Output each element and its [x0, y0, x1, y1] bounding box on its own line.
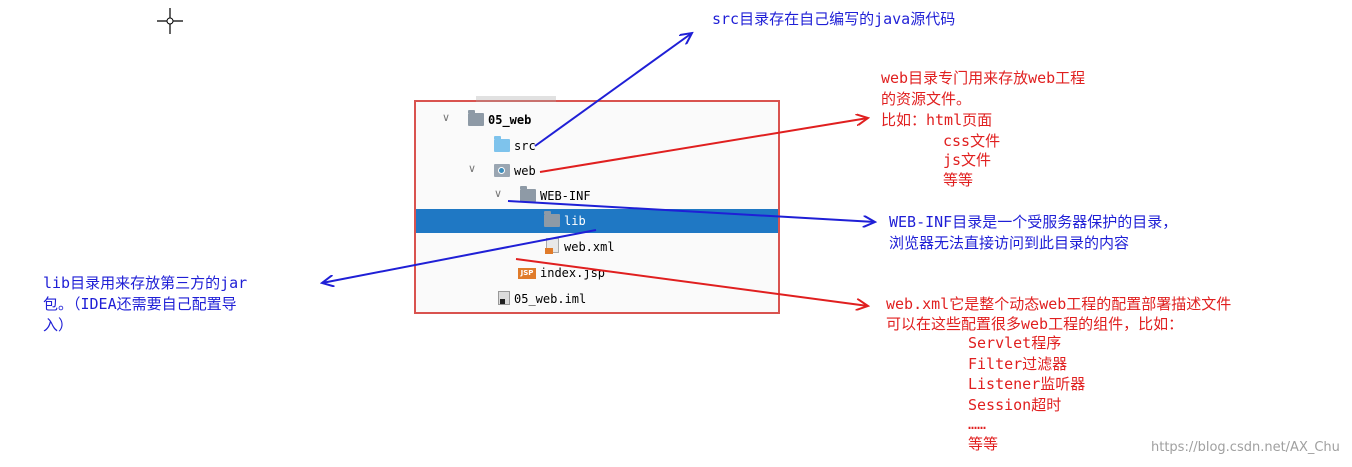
- tree-item-iml[interactable]: 05_web.iml: [416, 287, 778, 311]
- web-annotation-line-4: css文件: [943, 132, 1001, 150]
- tree-item-web-inf[interactable]: ∨ WEB-INF: [416, 184, 778, 208]
- web-annotation-line-6: 等等: [943, 171, 974, 189]
- chevron-down-icon[interactable]: ∨: [494, 187, 503, 200]
- xml-file-icon: [545, 238, 559, 254]
- arrow-src: [534, 33, 692, 147]
- web-annotation-line-3: 比如：html页面: [881, 111, 993, 129]
- tree-item-label: src: [514, 139, 536, 153]
- web-annotation-line-1: web目录专门用来存放web工程: [881, 69, 1086, 87]
- web-xml-annotation-line-7: ……: [968, 415, 987, 433]
- tree-item-project[interactable]: ∨ 05_web: [416, 108, 778, 132]
- web-folder-icon: [494, 164, 510, 177]
- web-xml-annotation-line-2: 可以在这些配置很多web工程的组件，比如：: [886, 315, 1184, 333]
- tree-item-label: WEB-INF: [540, 189, 591, 203]
- web-inf-annotation-line-1: WEB-INF目录是一个受服务器保护的目录，: [889, 213, 1178, 231]
- web-xml-annotation-line-5: Listener监听器: [968, 375, 1086, 393]
- source-folder-icon: [494, 136, 510, 152]
- folder-icon: [520, 186, 536, 202]
- web-xml-annotation-line-1: web.xml它是整个动态web工程的配置部署描述文件: [886, 295, 1232, 313]
- tree-item-src[interactable]: src: [416, 134, 778, 158]
- folder-icon: [468, 110, 484, 126]
- jsp-file-icon: JSP: [518, 268, 536, 279]
- clipped-top-row: [476, 96, 556, 102]
- folder-icon: [544, 211, 560, 227]
- lib-annotation-line-3: 入）: [43, 316, 74, 334]
- tree-item-label: 05_web: [488, 113, 532, 127]
- arrow-web-inf: [507, 200, 875, 222]
- arrow-web-xml: [515, 258, 868, 306]
- web-xml-annotation-line-4: Filter过滤器: [968, 355, 1068, 373]
- arrow-web: [539, 118, 868, 173]
- tree-item-web-xml[interactable]: web.xml: [416, 235, 778, 259]
- lib-annotation-line-1: lib目录用来存放第三方的jar: [43, 274, 248, 292]
- crosshair-cursor-icon: [157, 8, 183, 34]
- web-annotation-line-5: js文件: [943, 151, 992, 169]
- tree-item-label: lib: [564, 214, 586, 228]
- chevron-down-icon[interactable]: ∨: [468, 162, 477, 175]
- watermark: https://blog.csdn.net/AX_Chu: [1151, 440, 1340, 455]
- lib-annotation-line-2: 包。（IDEA还需要自己配置导: [43, 295, 237, 313]
- web-xml-annotation-line-3: Servlet程序: [968, 334, 1062, 352]
- src-annotation: src目录存在自己编写的java源代码: [712, 10, 956, 28]
- web-annotation-line-2: 的资源文件。: [881, 90, 972, 108]
- tree-item-label: web: [514, 164, 536, 178]
- iml-file-icon: [498, 291, 510, 305]
- arrow-lib: [322, 229, 597, 283]
- web-inf-annotation-line-2: 浏览器无法直接访问到此目录的内容: [889, 234, 1130, 252]
- tree-item-label: web.xml: [564, 240, 615, 254]
- web-xml-annotation-line-6: Session超时: [968, 396, 1062, 414]
- web-xml-annotation-line-8: 等等: [968, 435, 999, 453]
- tree-item-label: 05_web.iml: [514, 292, 587, 306]
- chevron-down-icon[interactable]: ∨: [442, 111, 451, 124]
- tree-item-web[interactable]: ∨ web: [416, 159, 778, 183]
